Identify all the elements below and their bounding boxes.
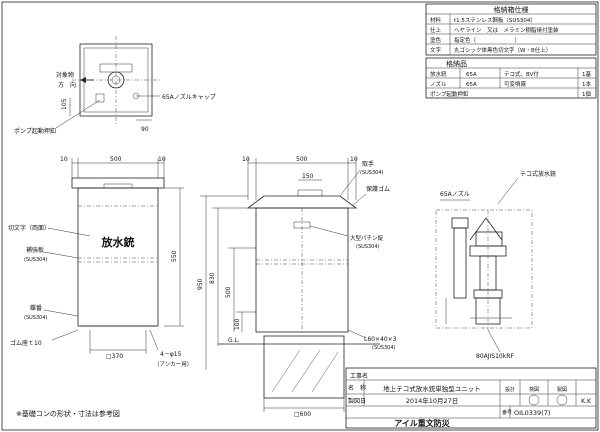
- number-header: 番号: [502, 409, 512, 416]
- gl-label: G.L.: [228, 337, 240, 344]
- nozzle-cap-label: 65Aノズルキャップ: [162, 93, 216, 101]
- design-header: 設計: [505, 386, 515, 393]
- dim-side-h1: 950: [197, 278, 204, 290]
- direction-label: 方 向: [58, 81, 76, 89]
- anchor-label: （アンカー用）: [154, 361, 192, 368]
- part-name: ノズル: [430, 80, 447, 88]
- catch-label: 大型パチン錠: [350, 234, 384, 242]
- holes-label: 4－φ15: [160, 351, 182, 358]
- dim-top-bottom: 90: [141, 126, 149, 133]
- gun-view: 65Aノズル テコ式放水銃 80AJIS10kRF: [435, 170, 556, 360]
- spec-key: 材料: [430, 16, 442, 24]
- dim-front-height: 550: [171, 250, 178, 262]
- part-desc: 可変噴霧: [504, 80, 527, 88]
- stamp-initials: K.K: [581, 398, 592, 405]
- flange-label: 80AJIS10kRF: [476, 353, 514, 360]
- drawing-name: 地上テコ式放水銃単独型ユニット: [383, 384, 481, 393]
- part-size: 65A: [466, 82, 477, 88]
- parts-table: 格納品 放水銃 65A テコ式、BV付 1基 ノズル 65A 可変噴霧 1本 ポ…: [425, 57, 597, 99]
- dim-front-left: 10: [60, 156, 68, 163]
- gun-label: テコ式放水銃: [520, 170, 556, 178]
- name-header: 名 称: [348, 384, 366, 392]
- spec-value: 丸ゴシック体黒色切文字（W・B仕上）: [454, 46, 551, 54]
- front-view: 10 500 10 放水銃 切文字（両面） 補強板 (SUS304) 蝶番 (S…: [8, 156, 192, 368]
- box-text: 放水銃: [101, 235, 135, 249]
- handle-mat: (SUS304): [360, 170, 384, 176]
- spec-key: 文字: [430, 46, 442, 54]
- part-desc: テコ式、BV付: [504, 70, 539, 78]
- side-view: 10 500 10 150 取手 (SUS304) 保護ゴム 大型パチン錠 (S…: [197, 156, 397, 418]
- foundation-note: ※基礎コンの形状・寸法は参考図: [16, 409, 120, 418]
- dim-side-top-right: 10: [350, 156, 358, 163]
- dim-base: □370: [106, 353, 123, 360]
- cut-letter-label: 切文字（両面）: [8, 224, 50, 232]
- reinforce-label: 補強板: [26, 246, 44, 254]
- handle-label: 取手: [362, 160, 374, 168]
- spec-value: t1.5ステンレス鋼板（SUS304）: [454, 16, 536, 24]
- drawing-date: 2014年10月27日: [406, 396, 459, 405]
- check-stamp: [528, 394, 540, 406]
- parts-table-title: 格納品: [446, 59, 467, 68]
- dim-foundation: □600: [294, 411, 311, 418]
- dim-side-top-left: 10: [242, 156, 250, 163]
- spec-value: 指定色（ ）: [454, 36, 520, 44]
- spec-table-title: 格納箱仕様: [494, 5, 529, 14]
- draw-header: 製図: [557, 386, 567, 393]
- part-qty: 1個: [582, 90, 591, 98]
- part-name: ポンプ起動押釦: [430, 90, 469, 98]
- protect-rubber-label: 保護ゴム: [366, 185, 390, 193]
- hinge-mat: (SUS304): [24, 315, 48, 321]
- title-block: 工事名 名 称 地上テコ式放水銃単独型ユニット 製図日 2014年10月27日 …: [345, 367, 597, 429]
- angle-label: L60×40×3: [364, 336, 397, 343]
- angle-mat: (SUS304): [372, 345, 396, 351]
- drawing-number: OIL0339(7): [514, 409, 550, 417]
- catch-mat: (SUS304): [356, 244, 380, 250]
- company-name: アイル重文防災: [394, 418, 451, 428]
- project-header: 工事名: [350, 372, 368, 380]
- dim-handle: 150: [302, 173, 314, 180]
- dim-side-h4: 100: [234, 318, 241, 330]
- hinge-label: 蝶番: [30, 304, 42, 312]
- nozzle-label: 65Aノズル: [440, 190, 470, 198]
- top-view: 対象物 方 向 105 90 65Aノズルキャップ ポンプ起動押釦: [14, 36, 216, 135]
- spec-table: 格納箱仕様 材料 t1.5ステンレス鋼板（SUS304） 仕上 ヘヤライン 又は…: [425, 3, 597, 56]
- rubber-base-label: ゴム座ｔ10: [10, 339, 42, 347]
- dim-side-top-width: 500: [296, 156, 308, 163]
- draw-stamp: [556, 394, 568, 406]
- dim-front-width: 500: [110, 156, 122, 163]
- spec-key: 塗色: [430, 36, 442, 44]
- spec-value: ヘヤライン 又は メラミン樹脂焼付塗装: [454, 26, 559, 34]
- check-header: 検図: [529, 386, 539, 393]
- dim-front-right: 10: [158, 156, 166, 163]
- date-header: 製図日: [348, 397, 366, 405]
- part-qty: 1本: [582, 80, 591, 88]
- part-qty: 1基: [582, 70, 591, 78]
- part-size: 65A: [466, 72, 477, 78]
- target-label: 対象物: [56, 71, 74, 79]
- dim-side-h2: 830: [209, 272, 216, 284]
- pump-button-label: ポンプ起動押釦: [14, 127, 56, 135]
- dim-side-h3: 500: [225, 286, 232, 298]
- part-name: 放水銃: [430, 70, 447, 78]
- reinforce-mat: (SUS304): [24, 257, 48, 263]
- dim-top-left: 105: [61, 98, 68, 110]
- spec-key: 仕上: [430, 26, 442, 34]
